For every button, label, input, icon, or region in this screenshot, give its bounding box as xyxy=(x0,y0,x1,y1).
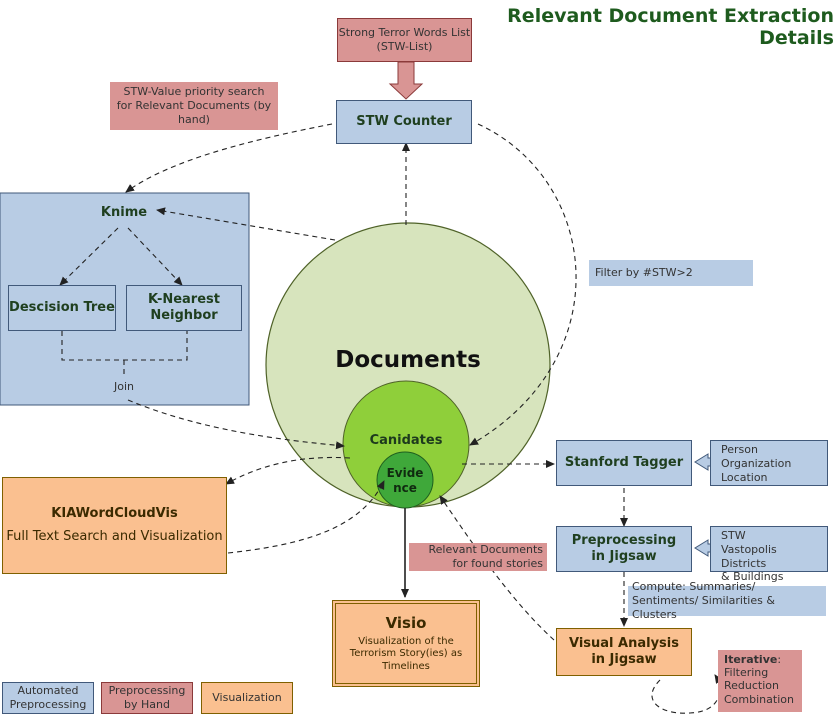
stw-list-box: Strong Terror Words List (STW-List) xyxy=(337,18,472,62)
visio-box: Visio Visualization of the Terrorism Sto… xyxy=(332,600,480,687)
iterative-box: Iterative: Filtering Reduction Combinati… xyxy=(718,650,802,712)
legend-automated: Automated Preprocessing xyxy=(2,682,94,714)
visio-title: Visio xyxy=(385,613,427,632)
item-districts: Vastopolis Districts xyxy=(721,542,777,570)
stw-list-arrow xyxy=(388,61,424,100)
item-buildings: & Buildings xyxy=(721,570,784,584)
arrow-join-to-candidates xyxy=(127,399,345,450)
evidence-label: Evide nce xyxy=(386,466,424,495)
entity-location: Location xyxy=(721,470,768,484)
knime-label: Knime xyxy=(100,205,148,220)
iterative-reduction: Reduction xyxy=(724,679,779,693)
page-title: Relevant Document Extraction Details xyxy=(507,5,834,49)
iterative-combination: Combination xyxy=(724,692,794,706)
arrow-stw-to-knime xyxy=(125,123,333,193)
visio-subtitle: Visualization of the Terrorism Story(ies… xyxy=(349,635,463,672)
stanford-tagger-box: Stanford Tagger xyxy=(556,440,692,486)
decision-tree-box: Descision Tree xyxy=(8,285,116,331)
stw-counter-box: STW Counter xyxy=(336,100,472,144)
filter-note: Filter by #STW>2 xyxy=(589,260,753,286)
compute-note: Compute: Summaries/ Sentiments/ Similari… xyxy=(628,580,826,621)
arrow-docs-to-knime xyxy=(156,207,336,241)
preprocessing-items-box: STW Vastopolis Districts & Buildings xyxy=(710,526,828,583)
relevant-docs-note: Relevant Documents for found stories xyxy=(409,543,547,571)
iterative-filtering: Filtering xyxy=(724,666,769,680)
arrow-knime-to-knn xyxy=(127,227,183,286)
entity-organization: Organization xyxy=(721,456,792,470)
arrow-knime-to-dt xyxy=(59,227,119,286)
documents-label: Documents xyxy=(335,347,481,373)
kiawordcloud-subtitle: Full Text Search and Visualization xyxy=(6,528,223,544)
candidates-label: Canidates xyxy=(369,433,443,448)
iterative-loop xyxy=(651,674,723,714)
tagger-entities-box: Person Organization Location xyxy=(710,440,828,486)
visual-analysis-box: Visual Analysis in Jigsaw xyxy=(556,628,692,676)
kiawordcloud-title: KIAWordCloudVis xyxy=(51,506,178,522)
kiawordcloud-box: KIAWordCloudVis Full Text Search and Vis… xyxy=(2,477,227,574)
knn-box: K-Nearest Neighbor xyxy=(126,285,242,331)
iterative-label: Iterative xyxy=(724,653,778,666)
preprocessing-jigsaw-box: Preprocessing in Jigsaw xyxy=(556,526,692,572)
legend-by-hand: Preprocessing by Hand xyxy=(101,682,193,714)
legend-visualization: Visualization xyxy=(201,682,293,714)
join-label: Join xyxy=(106,380,142,393)
arrow-stw-to-candidates xyxy=(469,123,577,446)
item-stw: STW xyxy=(721,529,746,542)
entity-person: Person xyxy=(721,443,758,456)
stw-value-note: STW-Value priority search for Relevant D… xyxy=(110,82,278,130)
